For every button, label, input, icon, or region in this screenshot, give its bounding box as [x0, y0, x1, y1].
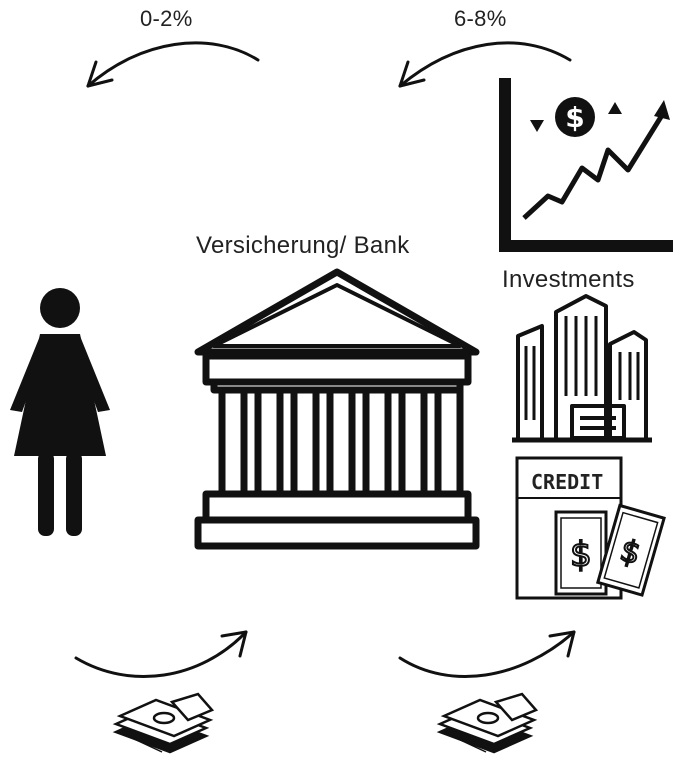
money-stack-icon [112, 692, 215, 754]
return-arrow-left-icon [86, 41, 260, 88]
flow-arrow-bottom-left-icon [74, 630, 248, 678]
return-high-label: 6-8% [454, 6, 507, 31]
flow-arrow-bottom-right-icon [398, 630, 576, 678]
triangle-down-icon [530, 120, 544, 132]
return-low-label: 0-2% [140, 6, 193, 31]
bank-label: Versicherung/ Bank [196, 232, 410, 259]
credit-document-icon: CREDIT $ $ [515, 456, 666, 600]
svg-text:$: $ [570, 535, 592, 575]
dollar-coin-icon: $ [555, 97, 595, 137]
office-buildings-icon [512, 294, 652, 443]
triangle-up-icon [608, 102, 622, 114]
svg-text:$: $ [565, 101, 584, 134]
growth-chart-icon: $ [499, 78, 673, 252]
woman-icon [10, 288, 110, 536]
money-stack-icon [436, 692, 539, 754]
bank-building-icon [194, 268, 480, 550]
credit-text: CREDIT [531, 470, 603, 494]
investments-label: Investments [502, 266, 635, 293]
return-arrow-right-icon [398, 41, 572, 88]
